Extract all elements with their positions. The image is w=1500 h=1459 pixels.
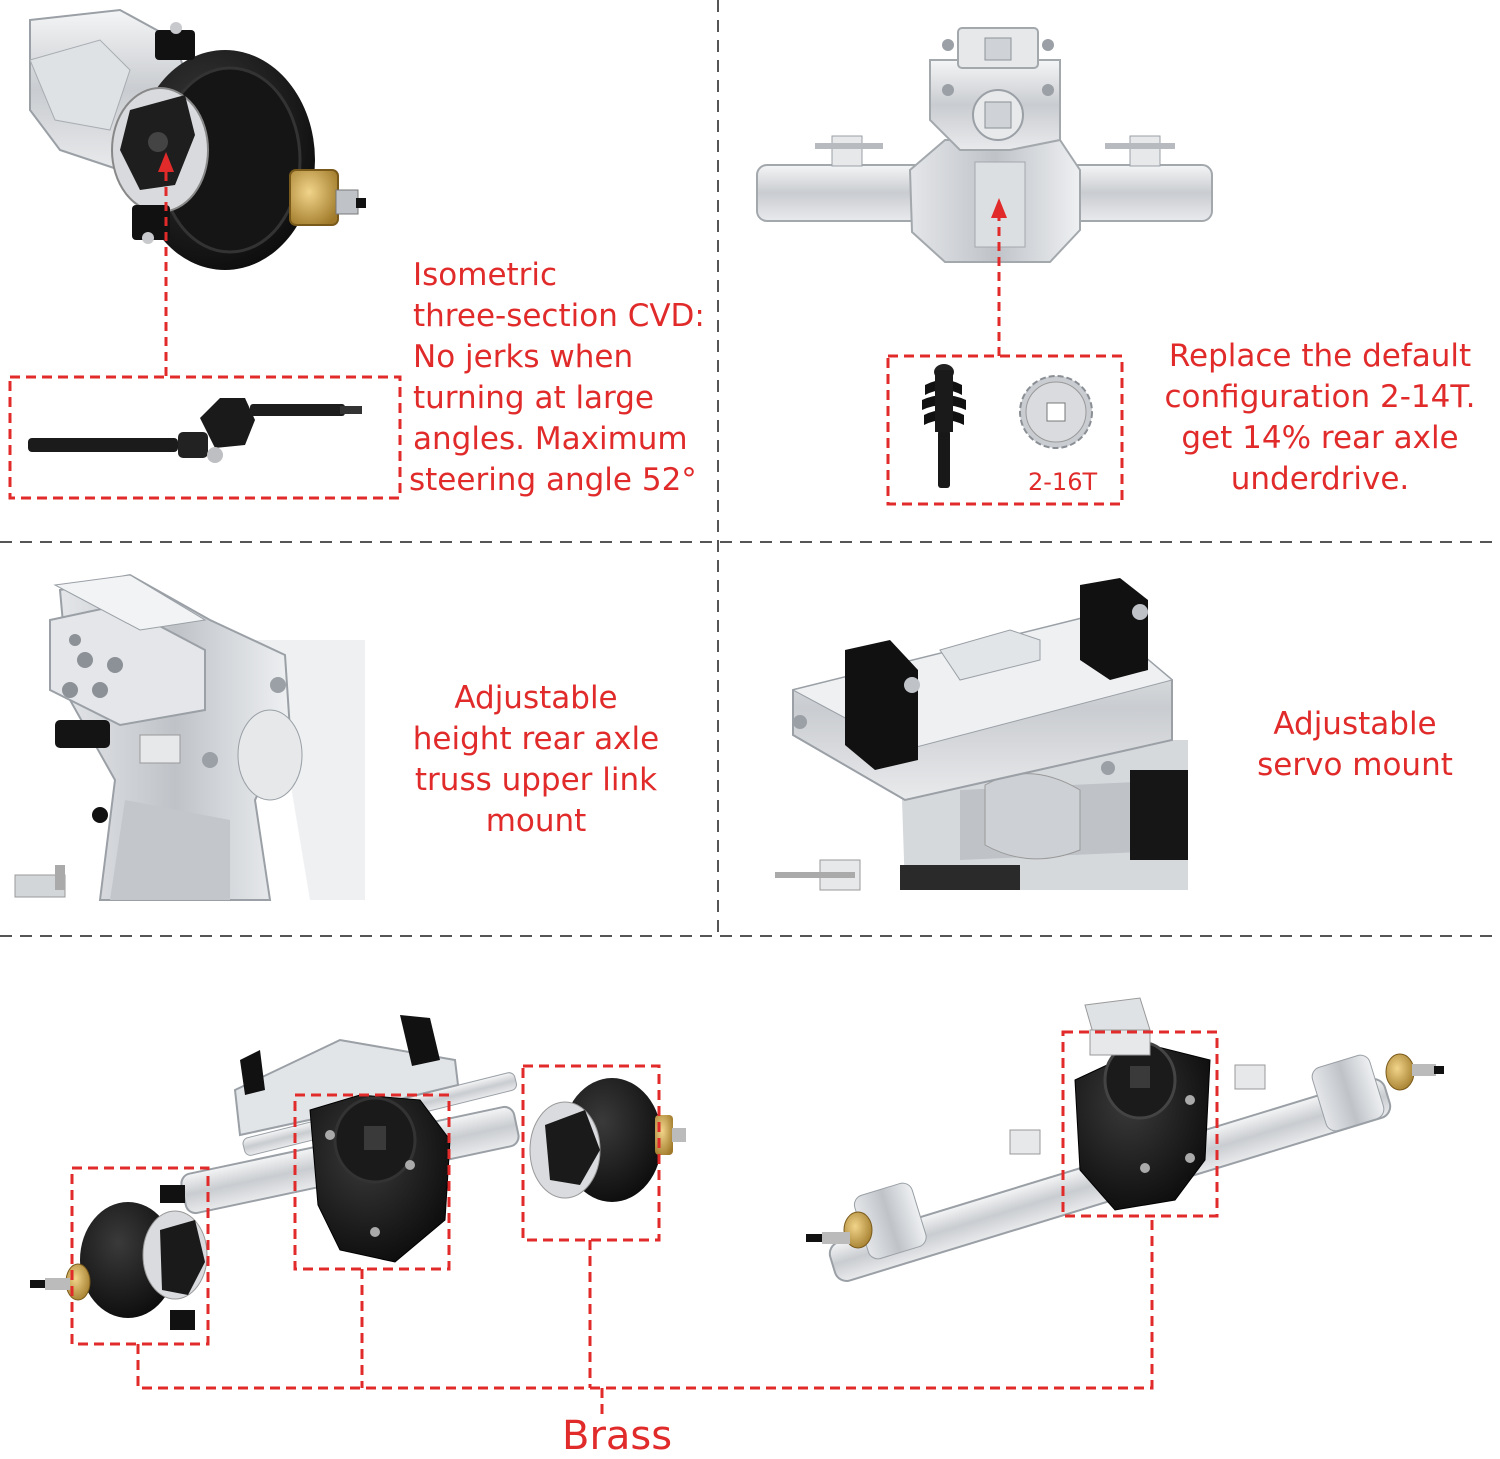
brass-label: Brass	[562, 1413, 673, 1459]
gear-callout	[886, 354, 1124, 506]
worm-gear-photo	[922, 364, 966, 488]
cvd-shaft-callout	[8, 375, 402, 500]
servo-mount-caption-line: Adjustable	[1273, 706, 1437, 742]
link-mount-caption: Adjustable height rear axle truss upper …	[376, 678, 696, 842]
cvd-caption-line: turning at large	[413, 380, 655, 416]
cvd-caption: Isometric three-section CVD: No jerks wh…	[409, 255, 705, 501]
cvd-caption-line: Isometric	[413, 257, 558, 293]
servo-mount-caption: Adjustable servo mount	[1215, 704, 1495, 786]
link-mount-photo	[14, 573, 365, 901]
front-axle-photo	[30, 1015, 686, 1330]
link-mount-caption-line: Adjustable	[454, 680, 618, 716]
cvd-caption-line: angles. Maximum	[413, 421, 688, 457]
gear-caption-line: get 14% rear axle	[1181, 420, 1459, 456]
link-mount-caption-line: height rear axle	[412, 721, 660, 757]
cvd-shaft-photo	[28, 398, 362, 463]
link-mount-caption-line: mount	[485, 803, 587, 839]
gear-caption-line: configuration 2-14T.	[1164, 379, 1476, 415]
spur-gear-photo	[1019, 375, 1093, 449]
servo-mount-caption-line: servo mount	[1257, 747, 1453, 783]
gear-caption-line: underdrive.	[1230, 461, 1410, 497]
gear-label: 2-16T	[1028, 468, 1098, 496]
brass-callouts	[70, 1030, 1219, 1418]
link-mount-caption-line: truss upper link	[414, 762, 658, 798]
rear-axle-photo	[806, 997, 1444, 1282]
cvd-hub-photo	[29, 8, 366, 270]
gear-caption: Replace the default configuration 2-14T.…	[1140, 336, 1500, 500]
servo-mount-photo	[775, 578, 1188, 891]
panel-dividers	[0, 0, 1500, 938]
cvd-caption-line: three-section CVD:	[413, 298, 705, 334]
gear-caption-line: Replace the default	[1168, 338, 1472, 374]
cvd-caption-line: No jerks when	[413, 339, 634, 375]
cvd-caption-line: steering angle 52°	[409, 462, 697, 498]
axle-housing-photo	[756, 27, 1213, 263]
